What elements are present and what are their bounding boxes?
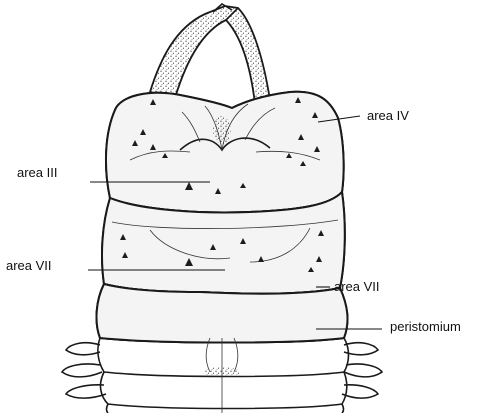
proboscis-body: [97, 92, 349, 413]
label-area-iii: area III: [17, 165, 57, 180]
label-area-vii-right: area VII: [334, 279, 380, 294]
label-area-iv: area IV: [367, 108, 409, 123]
parapodia-left: [62, 343, 106, 398]
label-area-vii-left: area VII: [6, 258, 52, 273]
jaws: [150, 4, 270, 104]
label-peristomium: peristomium: [390, 319, 461, 334]
